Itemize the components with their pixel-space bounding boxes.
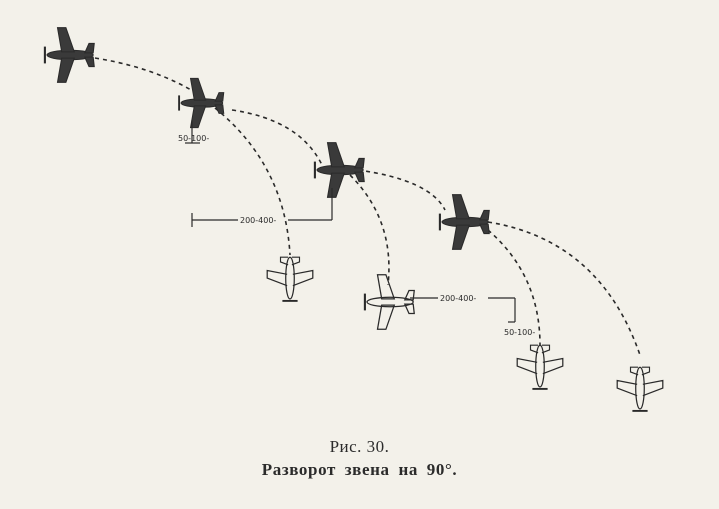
aircraft-wingman-3-end [516,344,564,390]
path-third-turn [349,174,390,286]
aircraft-lead-start [43,26,96,84]
dim-label-lateral-left: 200-400- [240,216,276,225]
figure-number: Рис. 30. [329,437,390,456]
turn-diagram: 50-100- 200-400- 200-400- 50-100- [43,26,664,412]
aircraft-wingman-3-start [438,193,491,251]
dim-label-vertical-right: 50-100- [504,328,535,337]
aircraft-lead-end [616,366,664,412]
path-second-to-third [231,109,323,166]
aircraft-wingman-1-end [266,256,314,302]
flight-paths [94,57,641,356]
figure-title: Разворот звена на 90°. [261,460,458,479]
path-third-to-fourth [357,169,446,211]
dim-label-lateral-right: 200-400- [440,294,476,303]
dimension-lines [185,120,516,323]
path-fourth-to-end [487,221,641,356]
aircraft-wingman-2-start [313,141,366,199]
aircraft-wingman-1-start [178,77,225,129]
aircraft-wingman-2-end [363,273,416,331]
dimension-labels: 50-100- 200-400- 200-400- 50-100- [178,134,535,337]
path-second-turn [214,107,291,256]
dim-label-vertical-left: 50-100- [178,134,209,143]
path-fourth-turn [487,229,541,346]
